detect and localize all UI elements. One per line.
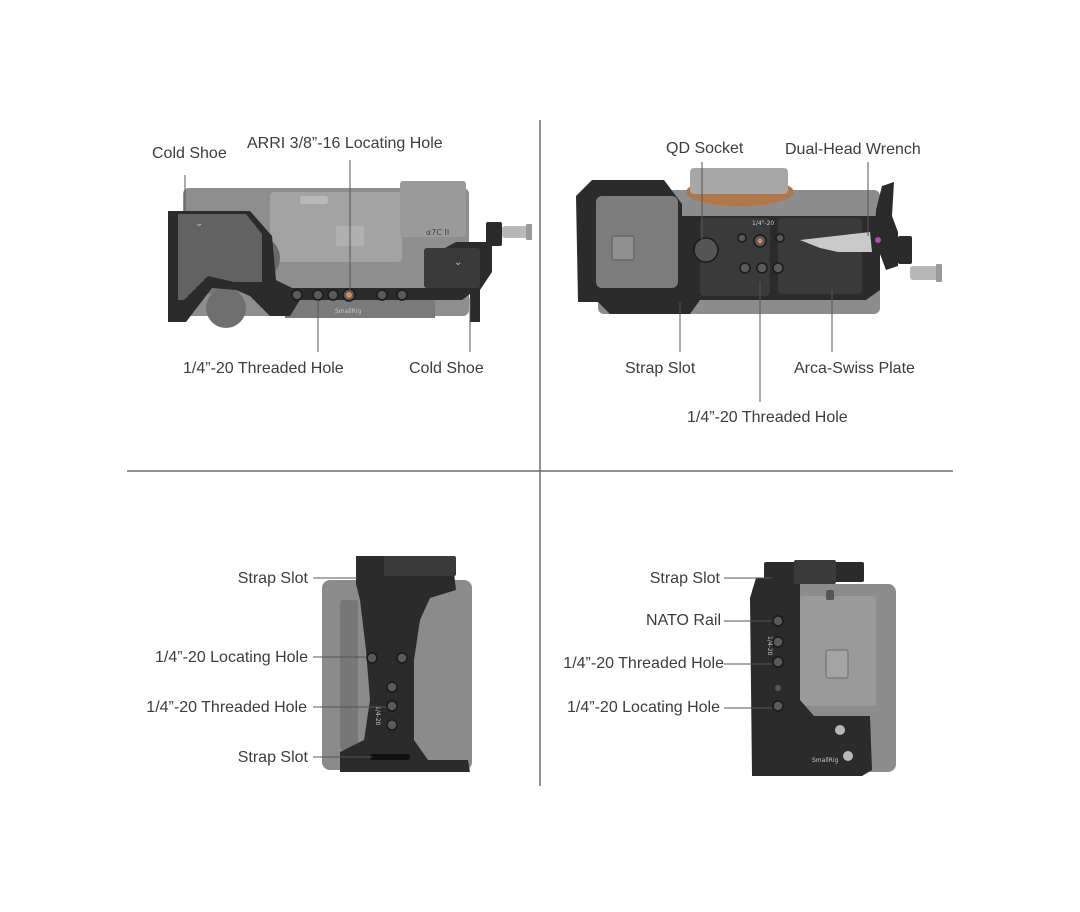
label-threaded-hole-top-left: 1/4”-20 Threaded Hole [183,360,344,377]
label-arca-swiss-plate: Arca-Swiss Plate [794,360,915,377]
label-cold-shoe-left: Cold Shoe [152,145,227,162]
label-strap-slot-bottom-right: Strap Slot [649,570,720,587]
svg-text:⌄: ⌄ [195,218,203,229]
label-locating-hole-bottom-right: 1/4”-20 Locating Hole [567,699,720,716]
label-threaded-hole-bottom-left: 1/4”-20 Threaded Hole [146,699,307,716]
label-strap-slot-bottom-left-bottom: Strap Slot [237,749,308,766]
svg-text:⌄: ⌄ [454,257,462,268]
side-mark-bottom-left: 1/4-20 [374,706,381,726]
top-view-cage-illustration: ⌄ ⌄ SmallRig α7C II [168,181,532,328]
label-strap-slot-top-right: Strap Slot [625,360,696,377]
grip-side-view-illustration: 1/4-20 [322,556,472,772]
label-qd-socket: QD Socket [666,140,744,157]
left-side-view-illustration: 1/4-20 SmallRig [750,560,896,776]
label-threaded-hole-bottom-right: 1/4”-20 Threaded Hole [563,655,724,672]
label-locating-hole-bottom-left: 1/4”-20 Locating Hole [155,649,308,666]
label-cold-shoe-right: Cold Shoe [409,360,484,377]
bottom-left-leader-lines [313,577,386,758]
label-threaded-hole-top-right: 1/4”-20 Threaded Hole [687,409,848,426]
side-mark-bottom-right: 1/4-20 [766,636,773,656]
bottom-view-cage-illustration: 1/4"-20 [576,168,942,314]
label-dual-head-wrench: Dual-Head Wrench [785,141,921,158]
plate-size-mark: 1/4"-20 [752,220,774,227]
label-nato-rail: NATO Rail [646,612,721,629]
bottom-right-leader-lines [724,577,772,709]
camera-model-mark: α7C II [426,228,449,237]
top-right-leader-lines [679,162,869,402]
label-strap-slot-bottom-left-top: Strap Slot [237,570,308,587]
top-left-leader-lines [184,160,471,352]
brand-mark-top-left: SmallRig [335,308,362,315]
label-arri-locating-hole: ARRI 3/8”-16 Locating Hole [247,135,443,152]
brand-mark-bottom-right: SmallRig [812,757,839,764]
